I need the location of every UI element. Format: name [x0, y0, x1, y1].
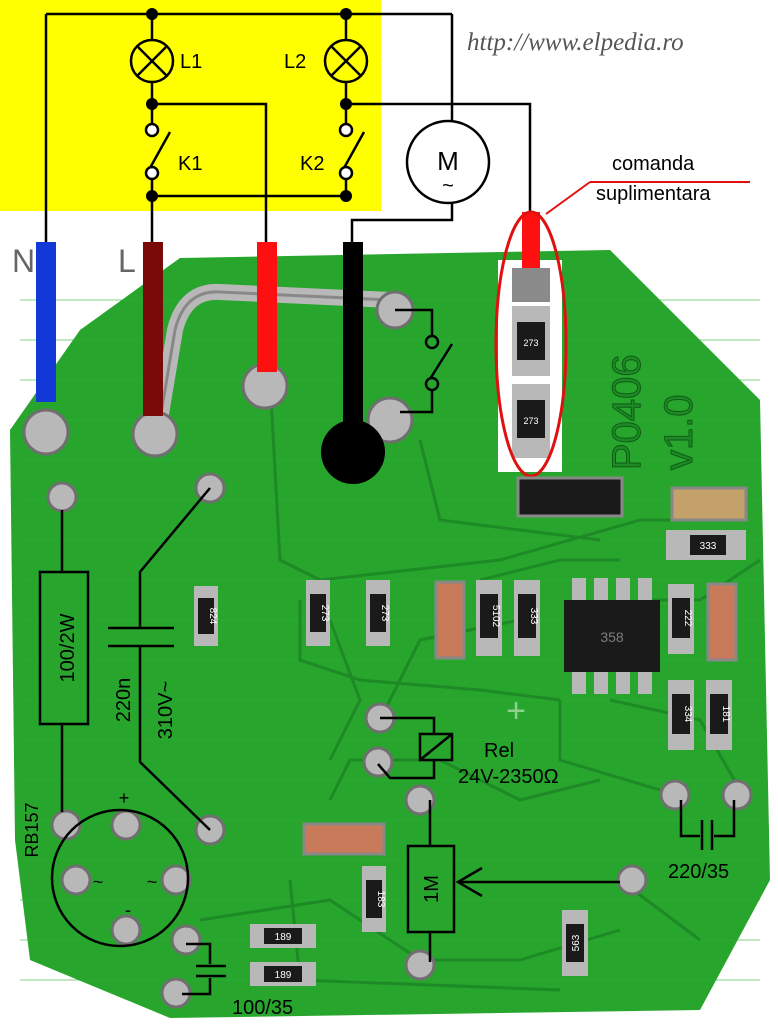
smd-5102: 5102: [490, 605, 501, 628]
relay-coil: [377, 716, 454, 780]
motor-ac-symbol: ~: [442, 175, 454, 197]
junction-dots: [146, 8, 352, 202]
capacitor-220n: [108, 487, 211, 831]
motor-wire-black: [343, 242, 363, 432]
capacitor-220-35-label: 220/35: [668, 861, 729, 883]
switch-k1-label: K1: [178, 153, 202, 175]
capacitor-value-label: 220n: [113, 678, 135, 723]
pcb-traces: [199, 379, 761, 992]
smd-333: 333: [528, 608, 539, 625]
switch-k2: [338, 122, 366, 181]
motor-solder-blob: [321, 420, 385, 484]
smd-extra-2: 273: [523, 416, 538, 426]
smd-563: 563: [571, 934, 582, 951]
yellow-panel: [0, 0, 381, 211]
annotation-line-2: suplimentara: [596, 183, 711, 205]
lamp-l1-label: L1: [180, 51, 202, 73]
lamp-return-wire-red: [257, 242, 277, 372]
annotation-pointer: [545, 181, 591, 215]
bridge-minus: -: [125, 900, 131, 920]
ic-358: [564, 578, 660, 694]
smd-extra-1: 273: [523, 338, 538, 348]
switch-k2-label: K2: [300, 153, 324, 175]
smd-273-b: 273: [379, 605, 390, 622]
capacitor-100-35: [182, 942, 226, 996]
smd-824: 824: [207, 608, 218, 625]
motor-symbol: [405, 119, 491, 205]
smd-res-333-top-label: 333: [700, 541, 717, 552]
resistor-100-2w-label: 100/2W: [57, 613, 79, 682]
bridge-label: RB157: [22, 802, 42, 857]
smd-222: 222: [682, 610, 693, 627]
board-plus-mark: +: [506, 692, 526, 730]
relay-spec-label: 24V-2350Ω: [458, 766, 559, 788]
annotation-line-1: comanda: [612, 153, 695, 175]
line-label: L: [118, 243, 136, 279]
board-version: v1.0: [657, 394, 701, 470]
bridge-rectifier: [50, 808, 190, 948]
site-url: http://www.elpedia.ro: [467, 29, 684, 56]
bridge-ac-right: ~: [147, 872, 158, 892]
resistor-100-2w: [38, 510, 90, 812]
lamp-l1: [129, 38, 175, 84]
smd-183: 183: [375, 891, 386, 908]
switch-k1: [144, 122, 172, 181]
smd-189-b: 189: [275, 970, 292, 981]
bridge-plus: +: [119, 788, 130, 808]
potentiometer-label: 1M: [421, 875, 443, 903]
ic-marking: 358: [600, 629, 624, 645]
neutral-label: N: [12, 243, 35, 279]
motor-label: M: [437, 146, 459, 176]
extra-command-wire-red: [522, 212, 540, 270]
bridge-ac-left: ~: [93, 872, 104, 892]
board-model: P0406: [605, 354, 649, 470]
top-wiring: [44, 12, 532, 242]
smd-334: 334: [682, 706, 693, 723]
smd-cap-top: [670, 486, 748, 522]
smd-181: 181: [720, 706, 731, 723]
capacitor-voltage-label: 310V~: [155, 681, 177, 739]
relay-name-label: Rel: [484, 740, 514, 762]
potentiometer-1m: [406, 800, 620, 962]
annotation-ellipse: [494, 210, 568, 478]
lamp-l2-label: L2: [284, 51, 306, 73]
capacitor-100-35-label: 100/35: [232, 997, 293, 1019]
board-switch-symbol: [395, 308, 454, 414]
smd-273-a: 273: [319, 605, 330, 622]
lamp-l2: [323, 38, 369, 84]
smd-diode-top: [516, 476, 624, 518]
capacitor-220-35: [679, 800, 736, 850]
smd-row: [194, 580, 738, 986]
solder-pads: [22, 290, 753, 1009]
smd-row-labels: 824 273 273 5102 333 222 334 181 183 189…: [207, 605, 731, 981]
extra-command-resistors: 273 273: [512, 268, 550, 458]
board-marking: P0406 v1.0: [605, 354, 702, 471]
smd-189-a: 189: [275, 932, 292, 943]
line-wire-darkred: [143, 242, 163, 416]
neutral-wire-blue: [36, 242, 56, 402]
